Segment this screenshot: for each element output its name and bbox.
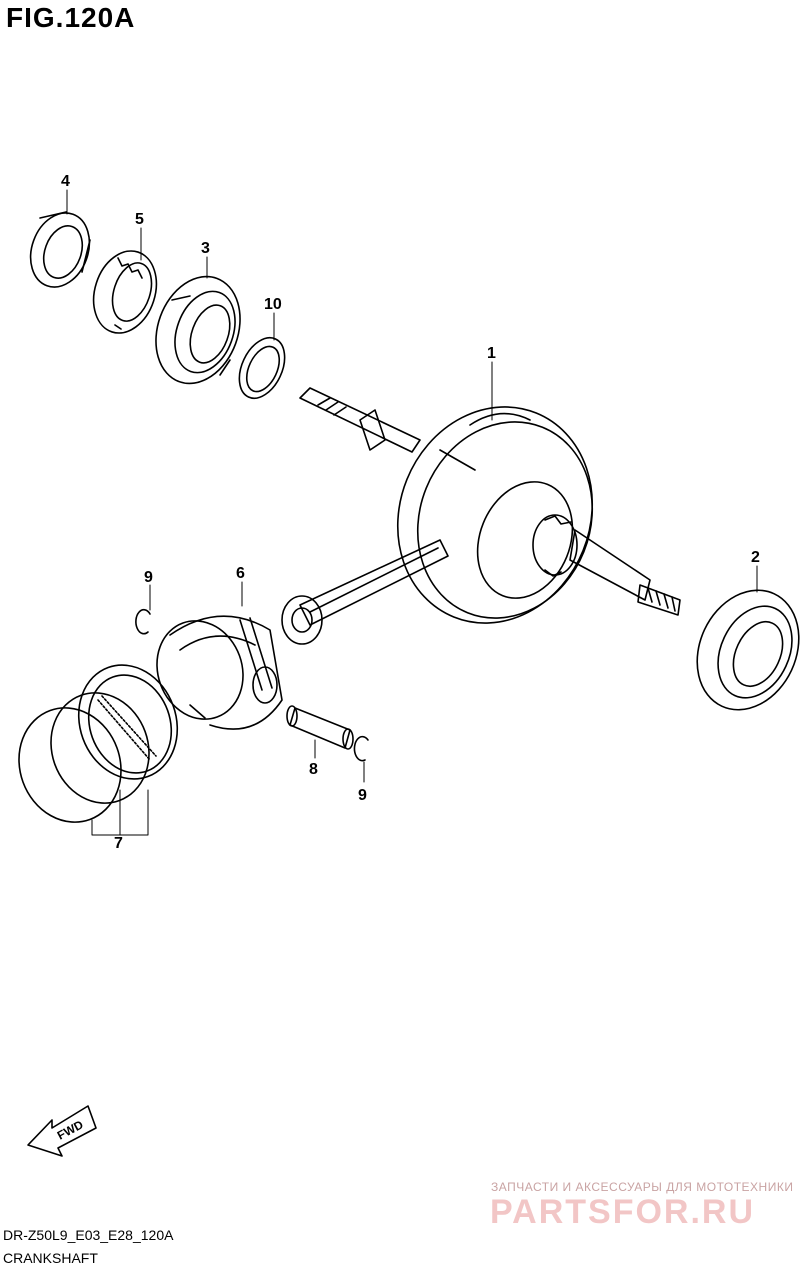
- callout-8: 8: [309, 761, 318, 778]
- watermark-logo: PARTSFOR.RU: [490, 1193, 756, 1231]
- model-code: DR-Z50L9_E03_E28_120A: [3, 1227, 174, 1243]
- section-name: CRANKSHAFT: [3, 1250, 98, 1266]
- piston-part-6[interactable]: [143, 609, 283, 732]
- callout-5: 5: [135, 211, 144, 228]
- crankshaft-part-1[interactable]: [281, 377, 681, 652]
- piston-rings-part-7[interactable]: [3, 651, 193, 837]
- callout-6: 6: [236, 565, 245, 582]
- collar-part-5[interactable]: [83, 243, 166, 341]
- callout-7: 7: [114, 835, 123, 852]
- callout-1: 1: [487, 345, 496, 362]
- fwd-arrow-icon: FWD: [27, 1105, 97, 1157]
- callout-10: 10: [264, 296, 282, 313]
- bearing-part-2[interactable]: [678, 574, 800, 727]
- bearing-part-3[interactable]: [142, 265, 255, 396]
- callout-9-upper: 9: [144, 569, 153, 586]
- circlip-part-9-upper[interactable]: [135, 608, 151, 635]
- leader-lines: [66, 189, 758, 836]
- callout-4: 4: [61, 173, 70, 190]
- callout-9-lower: 9: [358, 787, 367, 804]
- shim-part-10[interactable]: [230, 331, 293, 406]
- figure-title: FIG.120A: [6, 2, 136, 33]
- callout-3: 3: [201, 240, 210, 257]
- watermark-tagline: ЗАПЧАСТИ И АКСЕССУАРЫ ДЛЯ МОТОТЕХНИКИ: [491, 1180, 794, 1194]
- piston-pin-part-8[interactable]: [286, 705, 354, 750]
- oil-seal-part-4[interactable]: [21, 205, 100, 296]
- callout-2: 2: [751, 549, 760, 566]
- circlip-part-9-lower[interactable]: [353, 735, 369, 762]
